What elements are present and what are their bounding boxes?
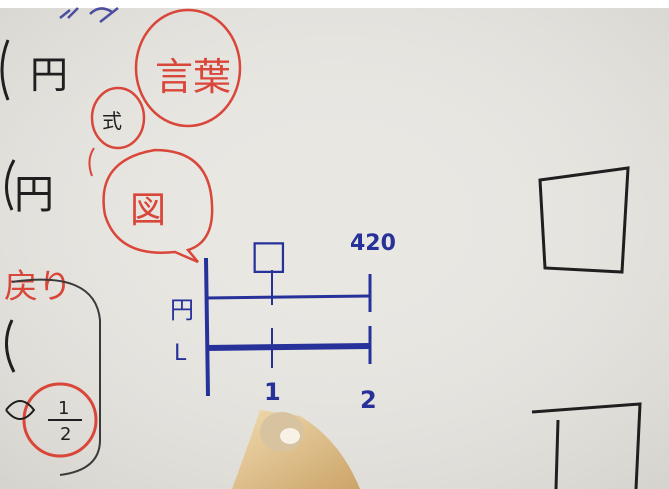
bubble-words-text: 言葉	[155, 55, 231, 99]
square-bottom	[531, 402, 642, 489]
square-top	[538, 166, 630, 274]
left-line-3: 戻り	[4, 267, 72, 307]
tick-label-1: 1	[264, 378, 281, 406]
bubble-formula	[90, 86, 146, 150]
bubble-connector	[88, 147, 95, 177]
row1-label: 円	[170, 296, 194, 324]
fraction-circle	[22, 382, 98, 458]
row1-line	[205, 294, 371, 300]
fraction-numerator: 1	[58, 398, 69, 419]
top-value-label: 420	[350, 231, 396, 256]
tick-label-2: 2	[360, 386, 377, 414]
left-edge-ellipse-3	[5, 319, 16, 373]
bubble-words	[134, 8, 242, 128]
number-line-diagram: □ 420 円 L 1 2	[170, 231, 396, 414]
top-white-border	[0, 0, 669, 8]
top-box-label: □	[250, 232, 288, 278]
fraction-denominator: 2	[60, 424, 71, 445]
left-edge-ellipse-2	[5, 159, 16, 211]
row2-line	[205, 343, 371, 351]
pointer-marker	[232, 410, 360, 489]
red-bubbles: 言葉 式 図	[88, 8, 242, 264]
marker-highlight	[280, 428, 300, 444]
row2-label: L	[174, 341, 187, 366]
bubble-diagram-text: 図	[130, 190, 166, 231]
black-rounded-outline	[11, 278, 101, 476]
bubble-diagram	[102, 148, 214, 264]
bubble-formula-text: 式	[102, 109, 122, 133]
right-squares	[531, 166, 642, 489]
left-column: 円 円 戻り 1 2	[0, 7, 119, 476]
left-line-2: 円	[14, 172, 54, 218]
vertical-axis	[204, 257, 210, 397]
left-edge-ellipse-1	[0, 39, 10, 101]
left-line-1: 円	[30, 53, 68, 97]
